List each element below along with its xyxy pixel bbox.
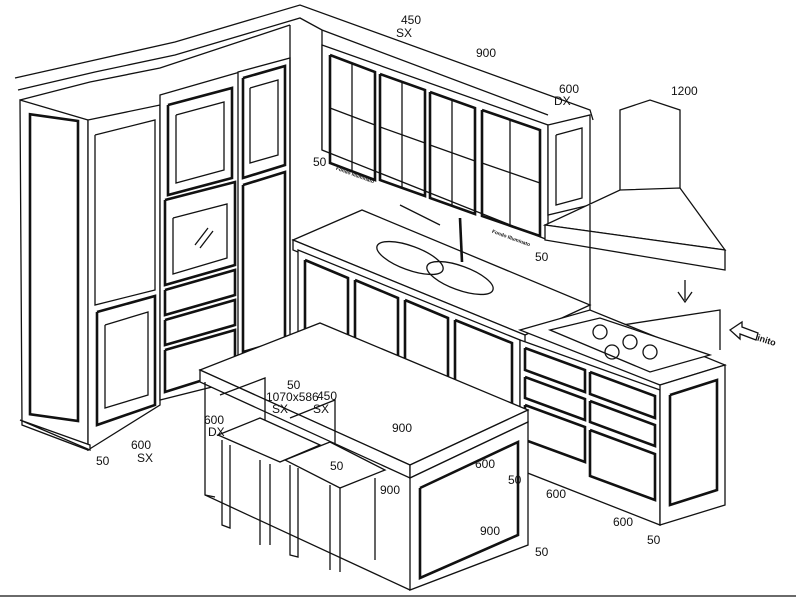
dim-label: SX bbox=[137, 451, 154, 465]
dim-label: DX bbox=[554, 94, 571, 108]
wall-cabinets-glass bbox=[321, 44, 549, 241]
backsplash-right bbox=[589, 205, 721, 350]
dim-label: 600 bbox=[613, 515, 634, 529]
dim-label: 50 bbox=[647, 533, 661, 547]
dim-label: 900 bbox=[392, 421, 413, 435]
dim-label: 600 bbox=[475, 457, 496, 471]
dim-label: SX bbox=[313, 402, 330, 416]
dim-label: 1070x586 bbox=[266, 390, 319, 404]
crown-molding bbox=[14, 4, 594, 121]
dim-label: 50 bbox=[535, 545, 549, 559]
dim-label: DX bbox=[208, 425, 225, 439]
dim-label: 50 bbox=[330, 459, 344, 473]
bar-stools bbox=[216, 377, 387, 572]
dim-label: 900 bbox=[480, 524, 501, 538]
dim-label: 50 bbox=[313, 155, 327, 169]
wall-cabinet-right-door bbox=[555, 127, 583, 206]
dim-label: 1200 bbox=[671, 84, 698, 98]
dim-label: 900 bbox=[476, 46, 497, 60]
dim-label: 50 bbox=[96, 454, 110, 468]
base-cabinets-right bbox=[517, 309, 727, 526]
wall-cabinet-right bbox=[547, 114, 591, 216]
dim-label: 50 bbox=[535, 250, 549, 264]
dim-label: SX bbox=[272, 402, 289, 416]
dim-label: 600 bbox=[131, 438, 152, 452]
dim-label: 50 bbox=[287, 378, 301, 392]
plinth bbox=[19, 419, 91, 451]
dim-label: 600 bbox=[546, 487, 567, 501]
dim-label: 900 bbox=[380, 483, 401, 497]
dim-label: SX bbox=[396, 26, 413, 40]
tall-pantry-cabinet bbox=[19, 99, 161, 452]
oven-column bbox=[159, 71, 241, 401]
dim-label: 450 bbox=[317, 389, 338, 403]
dim-label: 450 bbox=[401, 13, 422, 27]
kitchen-island bbox=[198, 322, 530, 591]
dim-label: 600 bbox=[204, 413, 225, 427]
dim-label: 50 bbox=[508, 473, 522, 487]
tall-column-cabinet bbox=[237, 57, 291, 361]
dim-label: 600 bbox=[559, 82, 580, 96]
